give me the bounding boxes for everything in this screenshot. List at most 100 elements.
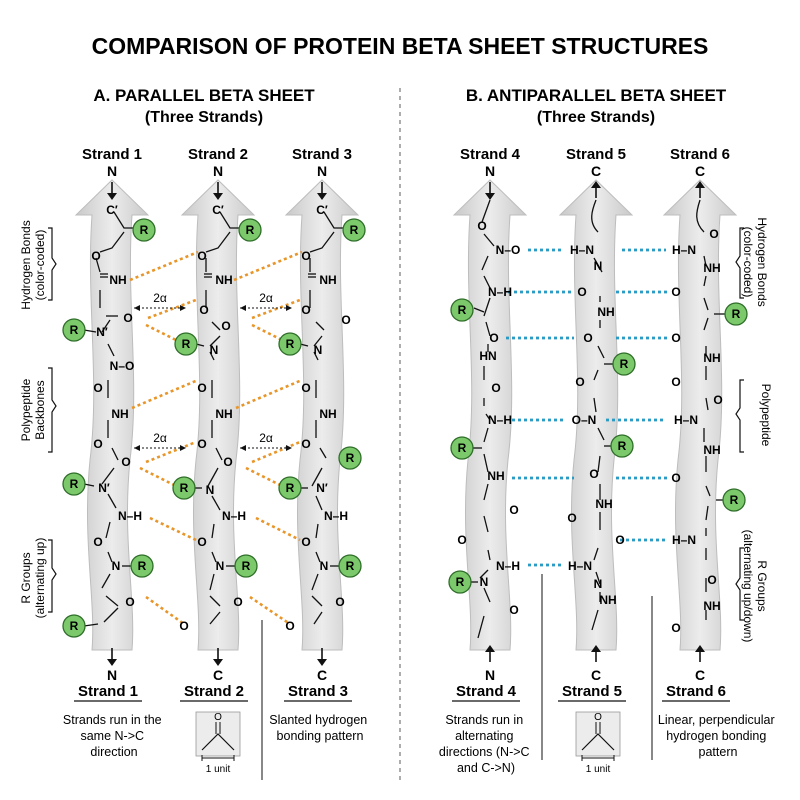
strand-6-label-top: Strand 6 <box>670 146 730 163</box>
svg-text:O: O <box>671 471 680 485</box>
strand-6-bottom-terminus: C <box>695 667 705 683</box>
r-group: R <box>62 472 86 496</box>
svg-text:O: O <box>341 313 350 327</box>
svg-text:R: R <box>286 481 295 495</box>
atom-labels-strand-6: O H–N NH O O NH O O H–N NH O H–N O NH O <box>671 227 722 635</box>
strand-4-backbone-arrow <box>452 179 528 651</box>
svg-text:O: O <box>233 595 242 609</box>
svg-text:NH: NH <box>595 497 612 511</box>
atom-labels-strand-5: H–N N O NH O O O–N O NH O O H–N N NH <box>567 243 624 607</box>
strand-1-backbone-arrow <box>74 179 150 651</box>
note-antiparallel-direction: Strands run in alternating directions (N… <box>439 713 533 775</box>
svg-text:R: R <box>456 575 465 589</box>
svg-text:C′: C′ <box>212 203 224 217</box>
side-label-hydrogen-bonds-a: Hydrogen Bonds (color-coded) <box>19 220 47 309</box>
r-group: R <box>450 298 474 322</box>
strand-5-c-terminus: C <box>591 163 601 179</box>
svg-text:NH: NH <box>599 593 616 607</box>
svg-text:NH: NH <box>597 305 614 319</box>
svg-text:O: O <box>489 331 498 345</box>
r-group: R <box>234 554 258 578</box>
r-group: R <box>278 332 302 356</box>
unit-label: 1 unit <box>586 764 611 775</box>
svg-text:O: O <box>214 712 222 723</box>
r-group: R <box>338 446 362 470</box>
svg-text:O: O <box>671 331 680 345</box>
svg-text:O: O <box>197 437 206 451</box>
strand-3-n-terminus: N <box>317 163 327 179</box>
svg-text:N: N <box>594 577 603 591</box>
atom-labels-strand-3: C′ O NH O O N O NH O N′ N–H O N O O <box>285 203 350 633</box>
svg-text:R: R <box>70 323 79 337</box>
spacing-label: 2α <box>153 431 167 445</box>
antiparallel-hydrogen-bonds <box>506 248 668 567</box>
side-label-r-groups-b: R Groups (alternating up/down) <box>741 530 769 643</box>
strand-3-label-top: Strand 3 <box>292 146 352 163</box>
svg-text:N: N <box>112 559 121 573</box>
svg-text:(color-coded): (color-coded) <box>741 227 755 298</box>
termini <box>107 181 705 666</box>
r-group: R <box>132 218 156 242</box>
backbone-arrows <box>74 179 738 651</box>
terminal-letters: N N N N C C N C C N C C <box>107 163 705 683</box>
panel-a-title: A. PARALLEL BETA SHEET <box>93 86 315 105</box>
note-linear-hbonds: Linear, perpendicular hydrogen bonding p… <box>658 713 778 759</box>
svg-text:O: O <box>567 511 576 525</box>
svg-text:H–N: H–N <box>674 413 698 427</box>
svg-text:N–H: N–H <box>488 285 512 299</box>
svg-text:N: N <box>480 575 489 589</box>
strand-2-label-top: Strand 2 <box>188 146 248 163</box>
svg-text:N′: N′ <box>96 325 108 339</box>
svg-text:O: O <box>301 535 310 549</box>
svg-text:O: O <box>477 219 486 233</box>
r-group: R <box>130 554 154 578</box>
unit-box-a: O 1 unit <box>195 711 241 775</box>
svg-text:NH: NH <box>109 273 126 287</box>
svg-text:O: O <box>509 603 518 617</box>
svg-text:R Groups: R Groups <box>755 560 769 611</box>
unit-box-b: O 1 unit <box>575 711 621 775</box>
svg-text:O: O <box>125 595 134 609</box>
strand-3-backbone-arrow <box>284 179 360 651</box>
spacing-label: 2α <box>153 291 167 305</box>
svg-text:O: O <box>457 533 466 547</box>
svg-text:NH: NH <box>215 273 232 287</box>
side-label-polypeptide-a: Polypeptide Backbones <box>19 378 47 441</box>
strand-2-backbone-arrow <box>180 179 256 651</box>
svg-text:O: O <box>197 381 206 395</box>
svg-text:R: R <box>70 477 79 491</box>
strand-6-backbone-arrow <box>662 179 738 651</box>
svg-text:O: O <box>575 375 584 389</box>
svg-text:C′: C′ <box>106 203 118 217</box>
r-group: R <box>172 476 196 500</box>
strand-5-label-bottom: Strand 5 <box>562 683 622 700</box>
side-label-polypeptide-b: Polypeptide <box>759 384 773 447</box>
svg-text:NH: NH <box>215 407 232 421</box>
svg-text:O: O <box>491 381 500 395</box>
svg-text:R: R <box>458 441 467 455</box>
svg-text:R: R <box>182 337 191 351</box>
svg-text:HN: HN <box>479 349 496 363</box>
svg-text:N–O: N–O <box>496 243 521 257</box>
svg-text:H–N: H–N <box>568 559 592 573</box>
svg-text:O: O <box>713 393 722 407</box>
svg-text:NH: NH <box>703 261 720 275</box>
svg-text:N–H: N–H <box>324 509 348 523</box>
svg-text:N: N <box>216 559 225 573</box>
svg-text:O: O <box>121 455 130 469</box>
note-slanted-hbonds: Slanted hydrogen bonding pattern <box>269 713 370 743</box>
svg-text:O: O <box>285 619 294 633</box>
svg-text:O: O <box>93 437 102 451</box>
svg-text:O: O <box>589 467 598 481</box>
svg-text:Hydrogen Bonds: Hydrogen Bonds <box>755 217 769 306</box>
svg-text:(alternating up/down): (alternating up/down) <box>741 530 755 643</box>
svg-text:R: R <box>732 307 741 321</box>
svg-text:NH: NH <box>111 407 128 421</box>
svg-text:Polypeptide: Polypeptide <box>19 378 33 441</box>
svg-text:O: O <box>179 619 188 633</box>
svg-text:NH: NH <box>703 351 720 365</box>
note-parallel-direction: Strands run in the same N->C direction <box>63 713 165 759</box>
svg-text:N: N <box>594 259 603 273</box>
svg-text:O: O <box>577 285 586 299</box>
covalent-bonds <box>83 199 726 639</box>
